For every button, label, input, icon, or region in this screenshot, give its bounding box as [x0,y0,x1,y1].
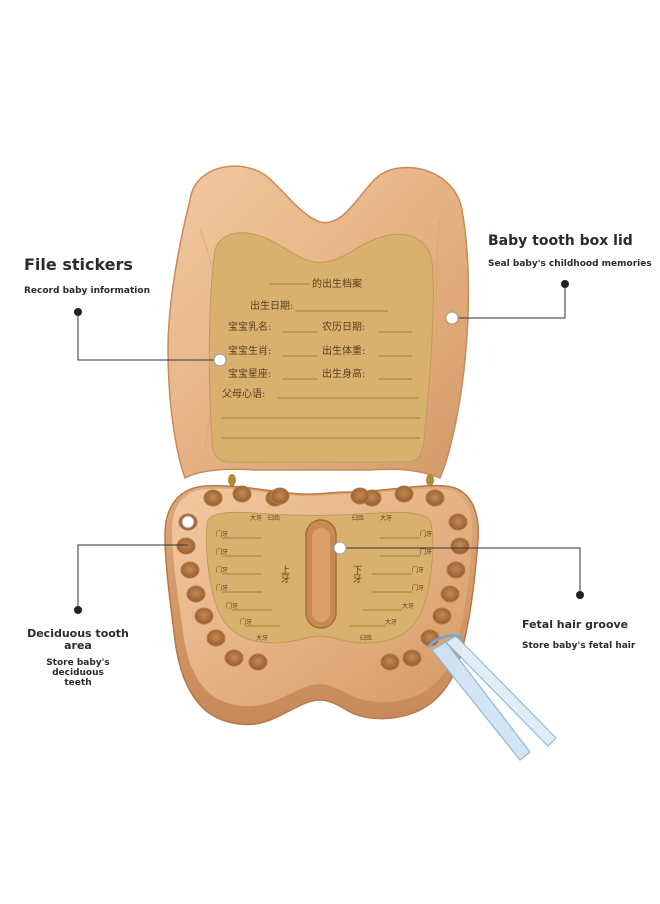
sticker-lines [222,283,420,439]
tooth-tag-right: 臼齿 [352,514,364,522]
tooth-hole [194,607,214,625]
tooth-hole [224,649,244,667]
tooth-tag-left: 臼齿 [268,514,280,522]
tooth-tag-right: 大牙 [385,618,397,626]
tooth-hole [440,585,460,603]
tooth-hole [206,629,226,647]
tooth-hole [176,537,196,555]
callout-deciduous: Deciduous tooth area Store baby's decidu… [22,627,134,688]
fetal-hair-desc: Store baby's fetal hair [522,641,636,651]
sticker-row-5: 出生体重: [322,344,365,357]
tooth-hole [186,585,206,603]
hinge-left [228,474,236,486]
tooth-hole [248,653,268,671]
tooth-tag-right: 门牙 [420,530,432,538]
sticker-row-8: 父母心语: [222,388,265,400]
sticker-heading: 的出生档案 [312,277,362,290]
tooth-tag-left: 门牙 [226,602,238,610]
tooth-tag-right: 门牙 [412,584,424,592]
sticker-row-1: 出生日期: [250,299,293,312]
tooth-tag-left: 大牙 [250,514,262,522]
file-sticker [208,232,434,463]
file-stickers-desc: Record baby information [24,286,150,296]
file-stickers-title: File stickers [24,255,133,274]
tooth-box-lid [167,165,470,486]
tooth-hole [270,487,290,505]
sticker-row-7: 出生身高: [322,367,365,380]
deciduous-desc-1: Store baby's deciduous [46,658,110,678]
callout-lines [77,284,581,610]
sticker-row-3: 农历日期: [322,320,365,333]
tooth-hole [203,489,223,507]
tooth-tag-right: 门牙 [420,548,432,556]
tooth-tag-right: 大牙 [380,514,392,522]
tooth-tag-right: 门牙 [412,566,424,574]
tooth-hole [450,537,470,555]
tooth-hole [425,489,445,507]
tooth-hole [394,485,414,503]
tooth-tag-right: 臼齿 [360,634,372,642]
hinge-right [426,474,434,486]
sticker-row-4: 宝宝生肖: [228,344,271,357]
deciduous-title-2: area [64,639,92,652]
callout-file-stickers: File stickers Record baby information [24,255,150,296]
tooth-hole [380,653,400,671]
tray-tag-lines [222,537,420,627]
tooth-hole [432,607,452,625]
sticker-row-2: 宝宝乳名: [228,320,271,333]
tooth-tag-left: 门牙 [216,548,228,556]
callout-dots [74,280,584,614]
tooth-hole [448,513,468,531]
tooth-tag-left: 门牙 [216,530,228,538]
tooth-hole [180,561,200,579]
tooth-tag-left: 门牙 [240,618,252,626]
tooth-tray [164,484,479,726]
fetal-hair-title: Fetal hair groove [522,618,629,631]
tooth-tag-left: 门牙 [216,566,228,574]
tooth-tag-left: 大牙 [256,634,268,642]
tooth-hole [446,561,466,579]
tooth-hole [402,649,422,667]
callout-fetal-hair: Fetal hair groove Store baby's fetal hai… [522,618,635,651]
tweezers [426,634,557,761]
lid-title: Baby tooth box lid [488,233,633,249]
deciduous-title-1: Deciduous tooth [27,627,129,640]
sticker-row-6: 宝宝星座: [228,367,271,380]
lid-desc: Seal baby's childhood memories [488,259,652,269]
callout-targets [181,311,459,555]
deciduous-desc-2: teeth [64,678,92,688]
callout-lid: Baby tooth box lid Seal baby's childhood… [488,233,652,269]
upper-teeth-label: 上牙 [279,565,290,584]
tooth-hole [350,487,370,505]
tooth-tag-right: 大牙 [402,602,414,610]
tooth-tag-left: 门牙 [216,584,228,592]
lower-teeth-label: 下牙 [351,565,362,584]
tooth-hole [232,485,252,503]
